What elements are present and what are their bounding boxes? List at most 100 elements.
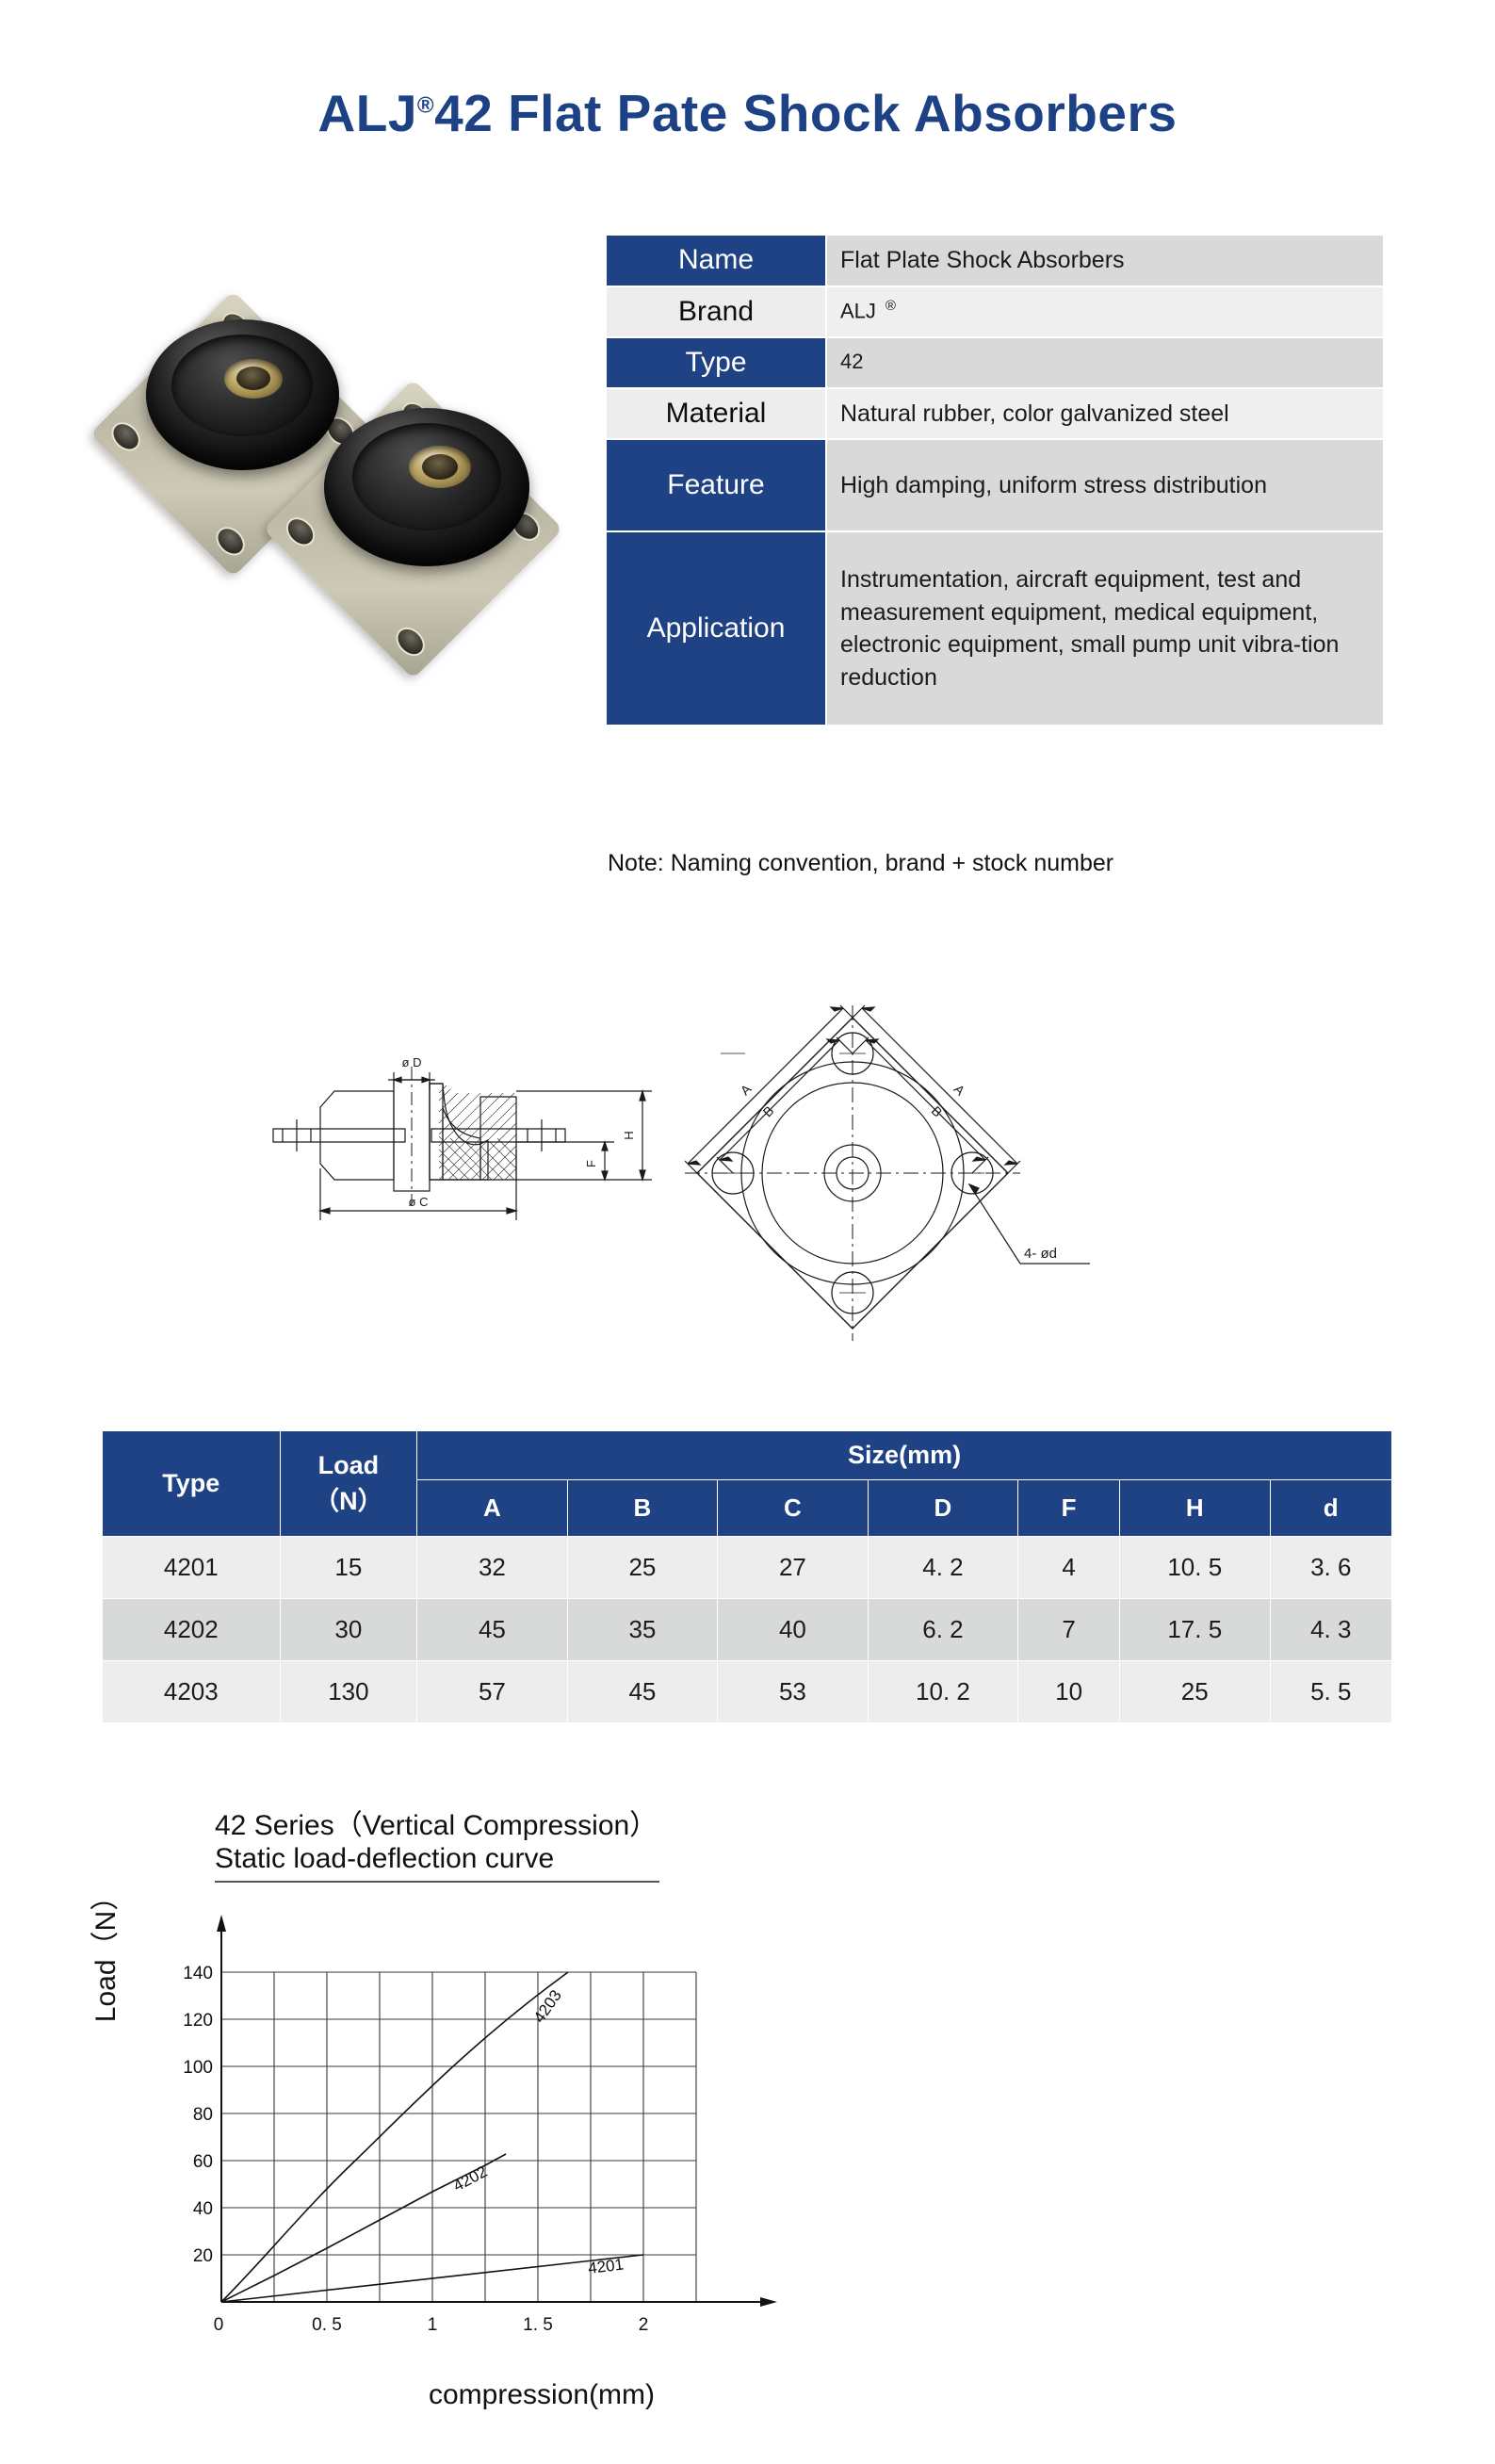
chart-x-ticks: 0 0. 5 1 1. 5 2: [214, 2315, 649, 2335]
load-deflection-chart: 42 Series（Vertical Compression） Static l…: [0, 1790, 1495, 2450]
cell-F: 10: [1017, 1660, 1120, 1723]
y-tick-140: 140: [183, 1964, 213, 1983]
bushing-bore: [422, 454, 458, 480]
cell-type: 4203: [102, 1660, 281, 1723]
registered-mark-icon: ®: [416, 92, 435, 119]
mounting-hole: [210, 521, 251, 562]
load-line2: （N）: [314, 1486, 383, 1515]
dim-label-H: H: [622, 1131, 636, 1139]
plan-view: A B A B: [684, 1004, 1090, 1341]
cell-d: 3. 6: [1269, 1536, 1392, 1599]
bushing-bore: [236, 367, 270, 390]
spec-label-feature: Feature: [605, 438, 827, 532]
dimtable-header-row-2: A B C D F H d: [103, 1479, 1392, 1537]
dim-label-C: ø C: [409, 1195, 429, 1209]
spec-row-material: Material Natural rubber, color galvanize…: [605, 386, 1385, 440]
cell-F: 7: [1017, 1598, 1120, 1661]
load-line1: Load: [317, 1450, 380, 1479]
cell-B: 35: [566, 1598, 719, 1661]
spec-row-brand: Brand ALJ®: [605, 285, 1385, 338]
spec-value-material: Natural rubber, color galvanized steel: [825, 386, 1385, 440]
dimtable-th-C: C: [717, 1479, 869, 1537]
product-photo: [89, 290, 601, 679]
spec-row-type: Type 42: [605, 335, 1385, 389]
chart-series-label-4201: 4201: [587, 2256, 625, 2277]
x-tick-0: 0: [214, 2315, 224, 2335]
y-tick-60: 60: [193, 2152, 213, 2172]
cell-H: 17. 5: [1118, 1598, 1271, 1661]
x-axis-arrow-icon: [760, 2297, 777, 2307]
spec-value-brand: ALJ®: [825, 285, 1385, 338]
y-tick-120: 120: [183, 2011, 213, 2031]
cell-B: 25: [566, 1536, 719, 1599]
dimtable-th-A: A: [416, 1479, 568, 1537]
chart-title: 42 Series（Vertical Compression） Static l…: [215, 1809, 659, 1883]
spec-row-application: Application Instrumentation, aircraft eq…: [605, 530, 1385, 726]
dimtable-th-H: H: [1118, 1479, 1271, 1537]
technical-drawings: ø D ø C H F: [0, 961, 1495, 1385]
page-title: ALJ®42 Flat Pate Shock Absorbers: [0, 0, 1495, 143]
cell-H: 10. 5: [1118, 1536, 1271, 1599]
chart-plot-area: 20 40 60 80 100 120 140 0 0. 5 1 1. 5 2 …: [183, 1915, 777, 2335]
y-tick-100: 100: [183, 2058, 213, 2078]
section-view: ø D ø C H F: [272, 1055, 652, 1220]
spec-label-name: Name: [605, 234, 827, 287]
brand-text: ALJ: [840, 299, 876, 323]
spec-value-feature: High damping, uniform stress distributio…: [825, 438, 1385, 532]
mounting-hole: [280, 512, 321, 552]
spec-value-type: 42: [825, 335, 1385, 389]
mounting-hole: [390, 621, 431, 662]
cell-D: 10. 2: [867, 1660, 1019, 1723]
spec-label-material: Material: [605, 386, 827, 440]
chart-gridlines-horizontal: [221, 1971, 696, 2256]
spec-label-brand: Brand: [605, 285, 827, 338]
x-tick-1: 1: [428, 2315, 438, 2335]
chart-title-rule: [215, 1880, 659, 1883]
title-brand: ALJ: [317, 84, 417, 142]
y-tick-40: 40: [193, 2199, 213, 2219]
y-tick-20: 20: [193, 2246, 213, 2266]
cell-D: 4. 2: [867, 1536, 1019, 1599]
cell-F: 4: [1017, 1536, 1120, 1599]
dimtable-th-size-group: Size(mm): [416, 1430, 1392, 1480]
chart-series-4202: [220, 2153, 507, 2303]
cell-H: 25: [1118, 1660, 1271, 1723]
dimtable-th-F: F: [1017, 1479, 1120, 1537]
naming-note: Note: Naming convention, brand + stock n…: [608, 850, 1114, 876]
chart-series-4203: [220, 1971, 569, 2303]
cell-C: 53: [717, 1660, 869, 1723]
chart-y-ticks: 20 40 60 80 100 120 140: [183, 1964, 213, 2266]
spec-row-feature: Feature High damping, uniform stress dis…: [605, 438, 1385, 532]
x-tick-0.5: 0. 5: [312, 2315, 342, 2335]
dim-label-A-left: A: [738, 1081, 755, 1098]
dim-label-4-phi-d: 4- ød: [1024, 1246, 1057, 1262]
y-axis-arrow-icon: [217, 1915, 226, 1932]
chart-series-label-4203: 4203: [530, 1986, 565, 2026]
cell-C: 27: [717, 1536, 869, 1599]
cell-type: 4201: [102, 1536, 281, 1599]
spec-value-application: Instrumentation, aircraft equipment, tes…: [825, 530, 1385, 726]
table-row: 4203 130 57 45 53 10. 2 10 25 5. 5: [102, 1660, 1392, 1723]
cell-B: 45: [566, 1660, 719, 1723]
chart-gridlines-vertical: [273, 1972, 697, 2302]
dim-label-A-right: A: [951, 1082, 968, 1099]
spec-row-name: Name Flat Plate Shock Absorbers: [605, 234, 1385, 287]
x-tick-1.5: 1. 5: [523, 2315, 553, 2335]
table-row: 4201 15 32 25 27 4. 2 4 10. 5 3. 6: [102, 1536, 1392, 1599]
chart-y-axis-label: Load（N）: [90, 1882, 122, 2023]
cell-D: 6. 2: [867, 1598, 1019, 1661]
cell-d: 5. 5: [1269, 1660, 1392, 1723]
table-row: 4202 30 45 35 40 6. 2 7 17. 5 4. 3: [102, 1598, 1392, 1661]
y-tick-80: 80: [193, 2105, 213, 2125]
chart-title-line2: Static load-deflection curve: [215, 1843, 555, 1875]
dimension-table: Type Load （N） Size(mm) A B C D F H d 420…: [102, 1430, 1392, 1723]
dimtable-th-d: d: [1269, 1479, 1392, 1537]
cell-A: 32: [416, 1536, 568, 1599]
chart-series-label-4202: 4202: [450, 2162, 490, 2195]
dimtable-th-load: Load （N）: [279, 1430, 418, 1537]
dimtable-th-B: B: [566, 1479, 719, 1537]
specification-table: Name Flat Plate Shock Absorbers Brand AL…: [605, 234, 1385, 726]
spec-label-type: Type: [605, 335, 827, 389]
dimtable-th-D: D: [867, 1479, 1019, 1537]
x-tick-2: 2: [639, 2315, 649, 2335]
